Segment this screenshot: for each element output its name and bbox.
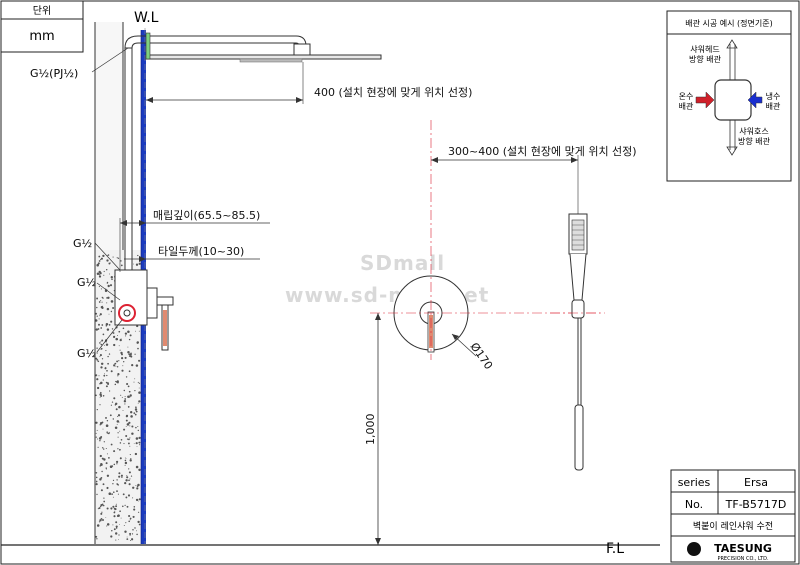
unit-value: mm xyxy=(29,29,54,44)
title-block: series Ersa No. TF-B5717D 벽붙이 레인샤워 수전 TA… xyxy=(670,469,796,563)
valve-body-side xyxy=(114,269,174,351)
unit-header: 단위 xyxy=(33,4,51,17)
shower-column-side xyxy=(124,32,382,271)
inset-top-label-1: 샤워헤드 xyxy=(690,44,719,54)
dimension-height: 1,000 xyxy=(364,313,381,545)
inset-title: 배관 시공 예시 (정면기준) xyxy=(685,18,772,28)
tile-thickness-text: 타일두께(10~30) xyxy=(158,244,244,258)
inset-right-label-1: 냉수 xyxy=(766,91,781,101)
inset-right-label-2: 배관 xyxy=(766,101,781,111)
arm-length-text: 400 (설치 현장에 맞게 위치 선정) xyxy=(314,86,472,99)
brand-subtitle: PRECISION CO., LTD. xyxy=(717,556,769,562)
no-label: No. xyxy=(685,498,703,511)
thread-label-2: G½ xyxy=(73,237,92,250)
inset-left-label-1: 온수 xyxy=(679,92,694,101)
hand-shower-front xyxy=(550,213,605,471)
piping-inset: 배관 시공 예시 (정면기준) 샤워헤드 방향 배관 온수 배관 냉수 배관 샤… xyxy=(666,10,792,182)
rain-head-side xyxy=(145,54,382,60)
series-value: Ersa xyxy=(744,476,768,489)
plate-diameter-text: Ø170 xyxy=(468,340,496,372)
unit-box: 단위 mm xyxy=(0,0,84,53)
inset-top-label-2: 방향 배관 xyxy=(689,54,722,64)
brand-name: TAESUNG xyxy=(714,542,772,555)
height-text: 1,000 xyxy=(364,414,377,446)
series-label: series xyxy=(678,476,711,489)
dimension-arm-length: 400 (설치 현장에 맞게 위치 선정) xyxy=(146,62,472,104)
thread-label-bottom: G½ xyxy=(77,347,96,360)
thread-label-top: G½(PJ½) xyxy=(30,67,78,80)
wall-line-label: W.L xyxy=(134,10,159,26)
brand-logo: TAESUNG PRECISION CO., LTD. xyxy=(687,542,772,562)
watermark-line-1: SDmall xyxy=(360,251,445,275)
dimension-embed-depth: 매립깊이(65.5~85.5) xyxy=(119,209,270,272)
dimension-tile-thickness: 타일두께(10~30) xyxy=(124,244,260,262)
inset-valve-box xyxy=(714,79,752,121)
hand-shower-offset-text: 300~400 (설치 현장에 맞게 위치 선정) xyxy=(448,145,637,158)
dimension-hand-shower-offset: 300~400 (설치 현장에 맞게 위치 선정) xyxy=(431,145,637,214)
no-value: TF-B5717D xyxy=(725,498,787,511)
product-name: 벽붙이 레인샤워 수전 xyxy=(693,521,773,532)
inset-bottom-label-1: 샤워호스 xyxy=(739,126,768,136)
thread-label-3: G½ xyxy=(77,276,96,289)
embed-depth-text: 매립깊이(65.5~85.5) xyxy=(153,209,260,222)
inset-left-label-2: 배관 xyxy=(679,101,694,111)
valve-plate-front: Ø170 xyxy=(370,120,600,372)
cold-water-arrow xyxy=(747,91,763,109)
hot-water-arrow xyxy=(695,91,715,109)
inset-bottom-label-2: 방향 배관 xyxy=(738,136,771,146)
floor-line-label: F.L xyxy=(606,541,624,557)
